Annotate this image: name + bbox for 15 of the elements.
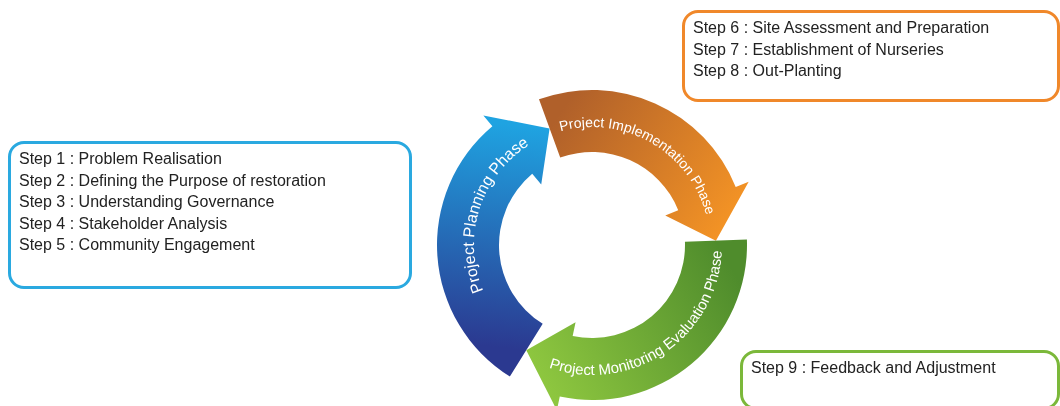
step-text: Step 1 : Problem Realisation [19,149,223,169]
step-list-box [8,141,412,289]
step-list-box [682,10,1060,102]
step-text: Step 4 : Stakeholder Analysis [19,213,229,234]
phase-ring-segment [437,115,550,377]
step-text: Step 5 : Community Engagement [19,235,256,255]
step-text: Step 6 : Site Assessment and Preparation [693,18,991,38]
step-text: Step 7 : Establishment of Nurseries [693,39,945,60]
step-text: Step 2 : Defining the Purpose of restoration [19,170,327,191]
phase-ring-segment [539,90,749,241]
step-text: Step 8 : Out-Planting [693,61,843,81]
step-list-box [740,350,1060,406]
step-text: Step 9 : Feedback and Adjustment [751,358,997,378]
phase-ring-segment [526,239,747,406]
step-text: Step 3 : Understanding Governance [19,192,276,212]
